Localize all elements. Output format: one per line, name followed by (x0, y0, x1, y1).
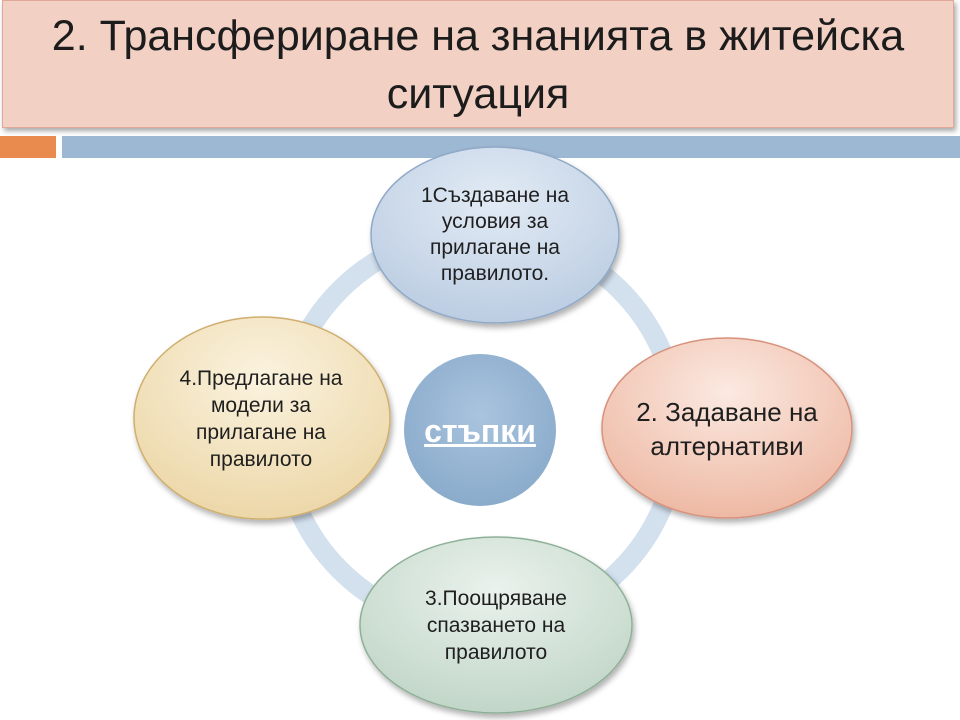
step-1-label: 1Създаване на условия за прилагане на пр… (420, 184, 570, 285)
step-3-label: 3.Поощряване спазването на правилото (425, 586, 567, 664)
step-1-circle (370, 146, 620, 324)
center-label: стъпки (424, 412, 536, 449)
title-line-1: 2. Трансфериране на знанията в житейска (51, 12, 905, 60)
step-3-circle (359, 536, 633, 714)
step-4-label: 4.Предлагане на модели за прилагане на п… (179, 367, 343, 471)
center-circle (404, 354, 556, 506)
step-2-circle (601, 337, 853, 519)
step-4-circle (133, 316, 391, 520)
step-2-label: 2. Задаване на алтернативи (636, 397, 818, 461)
title-line-2: ситуация (386, 70, 570, 118)
slide-title: 2. Трансфериране на знанията в житейска … (3, 7, 953, 123)
accent-bar-orange (0, 136, 56, 158)
title-box: 2. Трансфериране на знанията в житейска … (2, 0, 954, 128)
